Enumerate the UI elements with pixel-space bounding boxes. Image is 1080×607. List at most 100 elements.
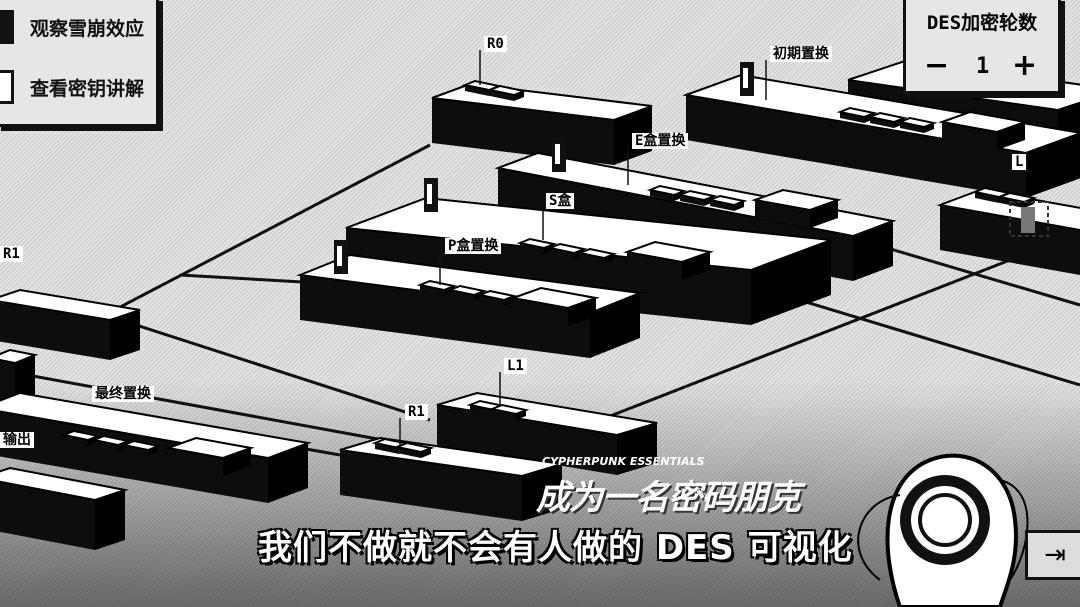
bit-cube-front: [975, 192, 999, 203]
bit-cube-top: [476, 289, 518, 302]
bit-tower-face: [427, 184, 432, 204]
register-cube-front: [627, 252, 682, 280]
bit-cube-top: [393, 441, 435, 454]
block-r1-left-side: [110, 310, 140, 360]
bit-cube-top: [90, 434, 132, 447]
label-r1: R1: [405, 404, 428, 420]
decrease-rounds-button[interactable]: −: [924, 48, 950, 83]
bit-cube-front: [420, 285, 444, 296]
register-cube-top: [623, 240, 714, 264]
label-output: 输出: [0, 432, 34, 448]
bit-cube-side: [148, 446, 158, 456]
bit-cube-front: [480, 295, 504, 306]
bit-cube-front: [900, 122, 924, 133]
register-cube-top: [751, 188, 842, 212]
label-s-box: S盒: [546, 193, 575, 209]
bit-cube-front: [550, 248, 574, 259]
option-avalanche-label: 观察雪崩效应: [30, 17, 145, 40]
bit-cube-top: [676, 189, 718, 202]
register-cube-front: [513, 298, 568, 326]
label-p-box: P盒置换: [445, 238, 502, 254]
wire: [104, 143, 431, 317]
block-l1-side: [617, 423, 657, 475]
block-output-side: [95, 490, 125, 550]
register-cube-front: [168, 448, 223, 476]
bit-cube-side: [604, 254, 614, 264]
bit-cube-front: [870, 117, 894, 128]
label-initial-permutation: 初期置换: [770, 46, 832, 62]
block-small-left-top: [0, 348, 39, 365]
increase-rounds-button[interactable]: +: [1012, 48, 1038, 83]
block-r1-side: [522, 464, 562, 521]
block-small-left-front: [0, 360, 15, 403]
register-cube-top: [509, 286, 600, 310]
bit-cube-top: [646, 184, 688, 197]
bit-cube-side: [924, 123, 934, 133]
mascot-character: [857, 453, 1029, 607]
bit-cube-front: [710, 200, 734, 211]
options-panel: 观察雪崩效应 查看密钥讲解: [0, 0, 159, 127]
rounds-panel: DES加密轮数 − 1 +: [903, 0, 1061, 94]
block-r1-front: [340, 450, 522, 521]
bit-cube-front: [490, 90, 514, 101]
checkbox-key-explain[interactable]: [0, 70, 14, 104]
register-cube-front: [942, 122, 997, 150]
option-avalanche[interactable]: 观察雪崩效应: [0, 10, 144, 44]
block-front-side: [590, 293, 640, 358]
block-r1-left-top: [0, 288, 141, 322]
bit-cube-side: [734, 201, 744, 211]
register-cube-side: [568, 298, 596, 326]
logo-subtitle: CYPHERPUNK ESSENTIALS: [542, 455, 705, 468]
block-final-permutation-top: [0, 391, 312, 460]
block-small-left-side: [15, 355, 35, 403]
option-key-explain[interactable]: 查看密钥讲解: [0, 70, 144, 104]
logo-title: 成为一名密码朋克: [536, 478, 801, 518]
bit-cube-top: [576, 247, 618, 260]
wire: [104, 313, 431, 422]
block-output-top: [0, 466, 129, 502]
bit-cube-front: [465, 85, 489, 96]
bit-cube-front: [492, 409, 516, 420]
bit-cube-top: [120, 439, 162, 452]
block-l1-front: [437, 405, 617, 475]
label-e-box: E盒置换: [632, 133, 689, 149]
bit-cube-top: [996, 191, 1038, 204]
bit-cube-front: [650, 190, 674, 201]
register-cube-side: [810, 200, 838, 228]
bit-cube-side: [1024, 198, 1034, 208]
bit-cube-top: [416, 279, 458, 292]
bit-tower-face: [555, 144, 560, 164]
bit-cube-top: [866, 111, 908, 124]
bit-cube-top: [836, 106, 878, 119]
block-p-box-side: [751, 240, 831, 325]
bit-cube-side: [514, 91, 524, 101]
register-cube-top: [164, 436, 255, 460]
register-cube-side: [997, 122, 1025, 150]
block-initial-permutation-front: [686, 95, 1026, 198]
register-cube-top: [938, 110, 1029, 134]
bit-tower-face: [743, 68, 748, 88]
bit-cube-front: [450, 290, 474, 301]
block-e-box-side: [853, 221, 893, 281]
option-key-explain-label: 查看密钥讲解: [30, 77, 145, 100]
checkbox-avalanche[interactable]: [0, 10, 14, 44]
bit-cube-front: [124, 445, 148, 456]
selection-marker: [1009, 201, 1049, 237]
label-final-permutation: 最终置换: [92, 386, 154, 402]
caption: 我们不做就不会有人做的 DES 可视化: [258, 528, 853, 568]
block-front-front: [300, 275, 590, 358]
bit-cube-front: [397, 447, 421, 458]
bit-cube-top: [546, 242, 588, 255]
block-initial-permutation-side: [1026, 133, 1080, 198]
bit-cube-top: [486, 84, 528, 97]
label-l1: L1: [504, 358, 527, 374]
exit-button[interactable]: ⇥: [1025, 530, 1080, 580]
block-output-front: [0, 481, 95, 550]
bit-cube-front: [94, 440, 118, 451]
bit-cube-top: [446, 284, 488, 297]
label-r0: R0: [484, 36, 507, 52]
rounds-value: 1: [976, 54, 990, 79]
bit-cube-front: [840, 112, 864, 123]
bit-cube-top: [896, 116, 938, 129]
block-right-front: [940, 205, 1080, 275]
